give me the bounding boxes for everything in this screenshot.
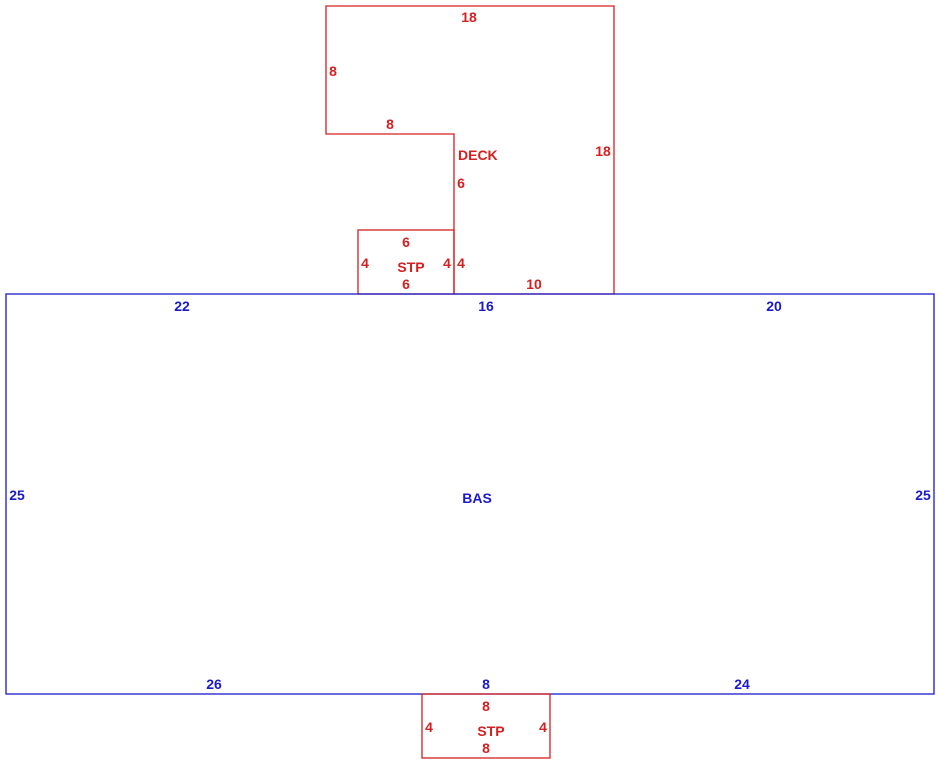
bas-label: BAS (462, 490, 492, 506)
bas-dim-bottom-mid: 8 (482, 676, 490, 692)
bas-dim-top-mid: 16 (478, 298, 494, 314)
stp-bottom-dim-top: 8 (482, 698, 490, 714)
deck-dim-top: 18 (461, 9, 477, 25)
stp-top-dim-right: 4 (443, 255, 451, 271)
bas-dim-left: 25 (9, 487, 25, 503)
stp-top-dim-left: 4 (361, 255, 369, 271)
deck-dim-step-in: 8 (386, 116, 394, 132)
stp-top-dim-right-outer: 4 (457, 255, 465, 271)
stp-bottom-outline (421, 693, 551, 759)
deck-dim-bottom: 10 (526, 276, 542, 292)
deck-label: DECK (458, 147, 498, 163)
stp-bottom-dim-bottom: 8 (482, 740, 490, 756)
bas-dim-bottom-right: 24 (734, 676, 750, 692)
stp-bottom-dim-left: 4 (425, 719, 433, 735)
stp-top-dim-bottom: 6 (402, 276, 410, 292)
deck-dim-inner-vertical: 6 (457, 175, 465, 191)
bas-dim-top-left: 22 (174, 298, 190, 314)
bas-dim-right: 25 (915, 487, 931, 503)
stp-bottom-dim-right: 4 (539, 719, 547, 735)
bas-dim-top-right: 20 (766, 298, 782, 314)
deck-dim-left-upper: 8 (329, 63, 337, 79)
stp-top-label: STP (397, 259, 424, 275)
bas-dim-bottom-left: 26 (206, 676, 222, 692)
deck-dim-right: 18 (595, 143, 611, 159)
stp-top-dim-top: 6 (402, 234, 410, 250)
stp-bottom-label: STP (477, 723, 504, 739)
